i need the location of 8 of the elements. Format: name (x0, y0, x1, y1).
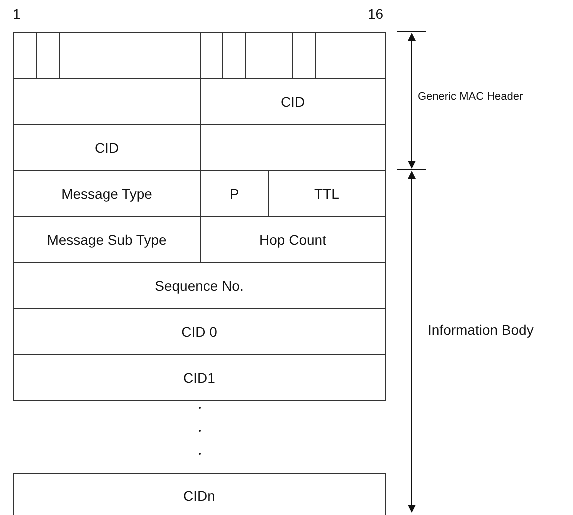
message-field: CID 0 (13, 308, 386, 355)
bit-number: 16 (368, 6, 384, 22)
dimension-label: Generic MAC Header (418, 91, 524, 103)
message-field: CIDn (13, 473, 386, 515)
message-field: CID1 (13, 354, 386, 401)
dimension-label: Information Body (428, 322, 534, 338)
bit-number: 1 (13, 6, 21, 22)
message-field: Sequence No. (13, 262, 386, 309)
